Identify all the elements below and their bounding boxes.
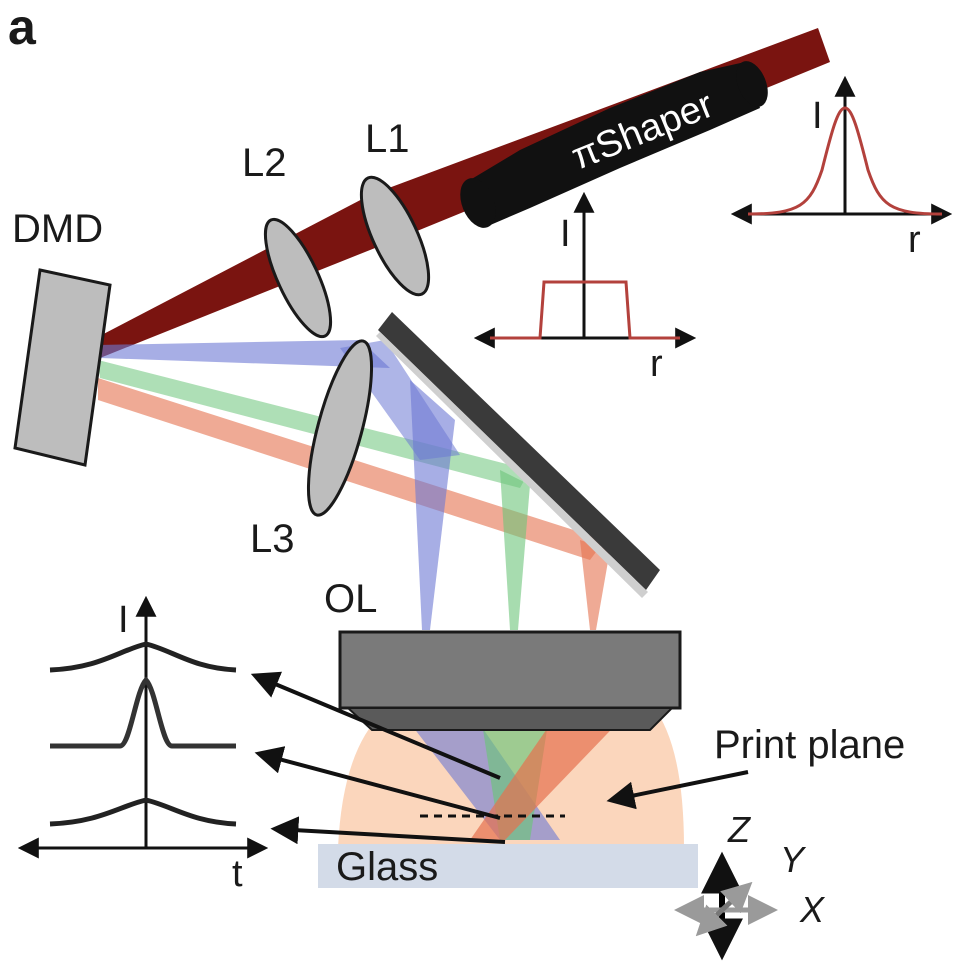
label-l3: L3 <box>250 517 295 561</box>
dmd-device <box>13 268 112 467</box>
temporal-axis-t: t <box>232 853 243 895</box>
xyz-axes-icon: Z Y X <box>674 809 826 961</box>
axis-label-x: X <box>799 889 826 930</box>
glass-substrate <box>318 844 698 888</box>
label-print-plane: Print plane <box>714 723 905 767</box>
flat-top-axis-i: I <box>560 213 571 255</box>
label-ol: OL <box>324 577 377 621</box>
temporal-axis-i: I <box>118 599 129 641</box>
gaussian-axis-r: r <box>908 219 921 261</box>
lens-l2 <box>263 217 333 339</box>
axis-label-y: Y <box>780 839 807 880</box>
beam-blue-upper <box>98 340 390 368</box>
beam-orange-upper <box>98 378 605 560</box>
panel-label: a <box>8 0 37 55</box>
gaussian-profile-icon: I r <box>730 75 953 261</box>
profile-arrow-top <box>250 671 501 780</box>
print-plane-arrow <box>606 770 749 810</box>
converge-orange <box>470 710 630 840</box>
profile-arrow-bottom <box>270 816 506 845</box>
label-l1: L1 <box>365 117 410 161</box>
label-glass: Glass <box>336 845 438 889</box>
flat-top-axis-r: r <box>650 343 663 385</box>
mirror <box>378 312 660 590</box>
label-dmd: DMD <box>12 207 103 251</box>
temporal-profile-icon: I t <box>17 595 269 895</box>
flat-top-profile-icon: I r <box>473 191 697 385</box>
lens-l3 <box>306 339 374 517</box>
pi-shaper: πShaper <box>460 61 768 228</box>
lens-l1 <box>359 175 431 297</box>
beam-green-down <box>500 470 530 630</box>
objective-tip <box>345 707 675 731</box>
profile-arrow-middle <box>254 746 501 820</box>
beam-orange-down <box>580 540 610 630</box>
beam-blue-down <box>410 380 455 630</box>
objective-lens <box>338 630 682 710</box>
mirror-edge <box>376 332 648 598</box>
gaussian-axis-i: I <box>812 95 823 137</box>
axis-label-z: Z <box>727 809 751 850</box>
label-l2: L2 <box>242 141 287 185</box>
